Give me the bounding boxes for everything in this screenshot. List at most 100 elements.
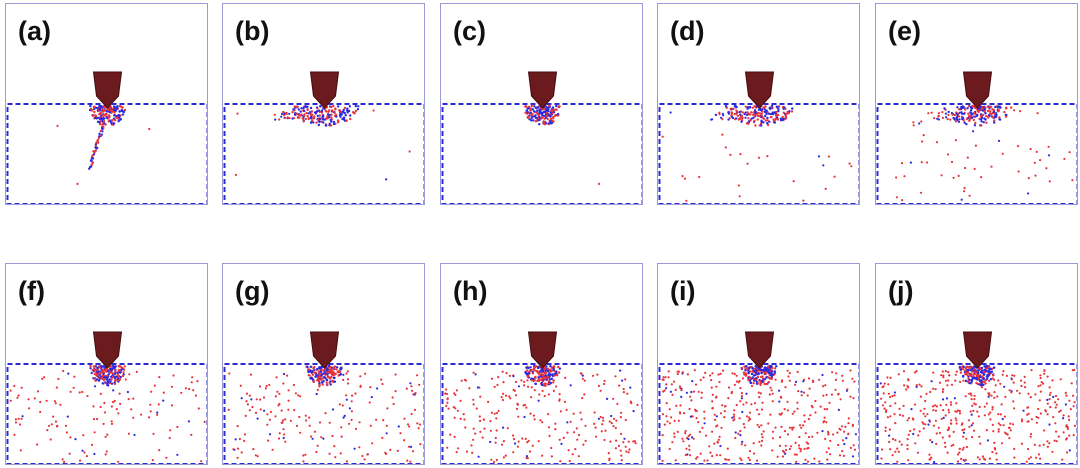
defect-atom — [536, 371, 540, 374]
defect-atom — [74, 438, 77, 441]
defect-atom — [756, 408, 759, 411]
defect-atom — [343, 111, 346, 115]
defect-atom — [502, 456, 505, 459]
defect-atom — [542, 121, 545, 124]
defect-atom — [771, 449, 774, 452]
defect-atom — [117, 375, 121, 378]
defect-atom — [332, 120, 336, 124]
defect-atom — [526, 372, 529, 375]
defect-atom — [831, 371, 834, 374]
defect-atom — [746, 366, 749, 370]
defect-atom — [61, 458, 64, 461]
defect-atom — [284, 418, 287, 421]
defect-atom — [72, 386, 75, 389]
defect-atom — [533, 418, 536, 421]
defect-atom — [330, 120, 333, 123]
defect-atom — [403, 439, 406, 442]
defect-atom — [516, 445, 519, 448]
defect-atom — [543, 123, 547, 126]
defect-atom — [773, 111, 776, 114]
defect-atom — [963, 190, 966, 193]
md-simulation-snapshot — [658, 71, 859, 204]
defect-atom — [959, 380, 962, 383]
defect-atom — [236, 112, 239, 115]
defect-atom — [719, 444, 722, 448]
defect-atom — [311, 373, 315, 376]
defect-atom — [335, 366, 339, 369]
defect-atom — [983, 380, 986, 383]
defect-atom — [662, 376, 665, 379]
defect-atom — [96, 146, 99, 150]
defect-atom — [103, 114, 107, 117]
defect-atom — [1073, 401, 1076, 404]
defect-atom — [359, 384, 362, 387]
defect-atom — [528, 450, 532, 453]
defect-atom — [493, 412, 496, 415]
defect-atom — [847, 417, 850, 420]
defect-atom — [771, 437, 774, 440]
defect-atom — [817, 155, 821, 158]
defect-atom — [386, 407, 389, 410]
defect-atom — [981, 371, 984, 375]
defect-atom — [312, 380, 316, 383]
defect-atom — [1000, 403, 1003, 406]
defect-atom — [98, 107, 102, 111]
defect-atom — [773, 367, 777, 370]
defect-atom — [91, 443, 94, 446]
defect-atom — [950, 419, 953, 422]
defect-atom — [974, 115, 977, 118]
defect-atom — [1046, 402, 1049, 405]
defect-atom — [1048, 442, 1051, 445]
defect-atom — [778, 413, 781, 416]
defect-atom — [252, 448, 255, 451]
defect-atom — [512, 375, 515, 378]
defect-atom — [342, 116, 346, 119]
defect-atom — [410, 412, 413, 416]
defect-atom — [814, 411, 817, 414]
defect-atom — [994, 115, 998, 119]
defect-atom — [744, 374, 748, 377]
defect-atom — [96, 141, 100, 144]
defect-atom — [984, 118, 987, 121]
defect-atom — [280, 112, 284, 116]
defect-atom — [354, 104, 357, 108]
defect-atom — [69, 436, 72, 439]
defect-atom — [733, 118, 737, 121]
defect-atom — [776, 118, 780, 121]
defect-atom — [151, 459, 154, 462]
defect-atom — [310, 376, 313, 380]
defect-atom — [558, 393, 561, 396]
defect-atom — [245, 400, 248, 403]
defect-atom — [821, 430, 824, 433]
defect-atom — [964, 395, 967, 398]
defect-atom — [881, 404, 885, 407]
defect-atom — [969, 410, 972, 413]
defect-atom — [1001, 373, 1004, 376]
defect-atom — [90, 107, 93, 111]
defect-atom — [953, 397, 956, 400]
defect-atom — [1004, 395, 1007, 398]
defect-atom — [966, 118, 969, 121]
defect-atom — [557, 371, 561, 374]
defect-atom — [418, 423, 422, 426]
defect-atom — [807, 442, 810, 445]
defect-atom — [479, 395, 482, 398]
defect-atom — [906, 419, 909, 422]
defect-atom — [722, 114, 725, 117]
defect-atom — [771, 111, 774, 114]
defect-atom — [991, 423, 994, 426]
defect-atom — [176, 453, 179, 456]
defect-atom — [1009, 422, 1012, 425]
defect-atom — [914, 403, 917, 406]
panel-e: (e) — [875, 3, 1078, 205]
defect-atom — [732, 413, 736, 416]
defect-atom — [325, 378, 328, 381]
defect-atom — [603, 379, 606, 382]
defect-atom — [1049, 406, 1052, 409]
defect-atom — [324, 117, 328, 120]
defect-atom — [943, 441, 946, 444]
defect-atom — [745, 401, 748, 404]
defect-atom — [764, 119, 767, 122]
defect-atom — [103, 117, 106, 120]
defect-atom — [471, 451, 474, 454]
